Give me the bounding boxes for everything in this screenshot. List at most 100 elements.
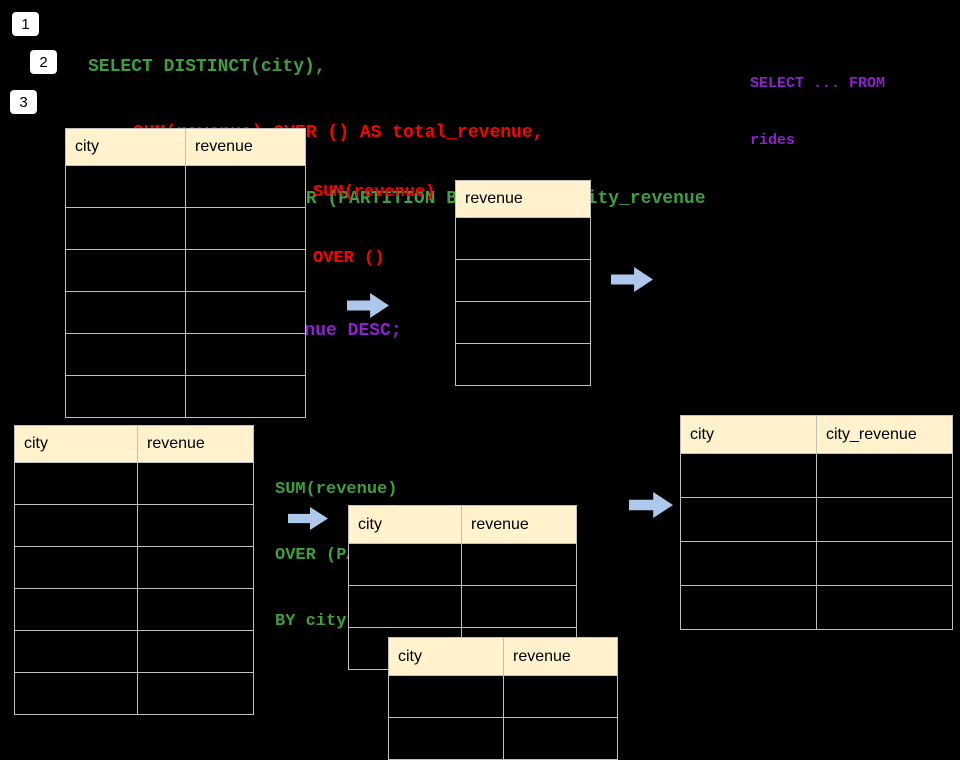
table-cell bbox=[138, 589, 254, 631]
total-revenue-table: revenue bbox=[455, 180, 591, 386]
table-cell bbox=[462, 586, 577, 628]
table-row bbox=[66, 250, 306, 292]
table-cell bbox=[186, 334, 306, 376]
table-cell bbox=[15, 673, 138, 715]
column-header: city bbox=[349, 506, 462, 544]
table-row bbox=[15, 463, 254, 505]
table-cell bbox=[504, 676, 618, 718]
annotation-line: OVER () bbox=[313, 249, 385, 268]
table-cell bbox=[349, 544, 462, 586]
table-row bbox=[15, 589, 254, 631]
table-row bbox=[66, 292, 306, 334]
table-cell bbox=[389, 676, 504, 718]
table-cell bbox=[186, 292, 306, 334]
table-cell bbox=[15, 463, 138, 505]
column-header: revenue bbox=[186, 129, 306, 166]
column-header: city bbox=[66, 129, 186, 166]
table-row bbox=[681, 498, 953, 542]
table-row bbox=[456, 218, 591, 260]
table-cell bbox=[138, 673, 254, 715]
table-row bbox=[66, 376, 306, 418]
annotation-line: SUM(revenue) bbox=[313, 183, 436, 202]
table-row bbox=[66, 208, 306, 250]
table-row bbox=[15, 631, 254, 673]
table-cell bbox=[186, 250, 306, 292]
table-cell bbox=[456, 260, 591, 302]
table-cell bbox=[186, 208, 306, 250]
table-header-row: revenue bbox=[456, 181, 591, 218]
table-cell bbox=[817, 586, 953, 630]
table-row bbox=[681, 542, 953, 586]
table-cell bbox=[66, 334, 186, 376]
table-cell bbox=[462, 544, 577, 586]
table-cell bbox=[15, 631, 138, 673]
table-cell bbox=[504, 718, 618, 760]
table-cell bbox=[817, 498, 953, 542]
table-cell bbox=[15, 589, 138, 631]
table-cell bbox=[138, 631, 254, 673]
total-revenue-annotation: SUM(revenue) OVER () bbox=[313, 138, 435, 292]
arrow-right-icon bbox=[629, 492, 673, 518]
side-note-select-from: SELECT ... FROM rides bbox=[750, 36, 885, 169]
side-note-line: SELECT ... FROM bbox=[750, 75, 886, 92]
table-cell bbox=[681, 454, 817, 498]
table-cell bbox=[15, 505, 138, 547]
column-header: city bbox=[681, 416, 817, 454]
table-cell bbox=[66, 250, 186, 292]
column-header: city bbox=[15, 426, 138, 463]
side-note-line: rides bbox=[750, 132, 796, 149]
table-cell bbox=[681, 586, 817, 630]
table-cell bbox=[817, 454, 953, 498]
table-cell bbox=[186, 376, 306, 418]
step-badge-1: 1 bbox=[12, 12, 39, 36]
table-cell bbox=[138, 547, 254, 589]
table-cell bbox=[817, 542, 953, 586]
annotation-line: SUM(revenue) bbox=[275, 480, 398, 499]
table-row bbox=[389, 676, 618, 718]
annotation-line: BY city) bbox=[275, 612, 357, 631]
table-cell bbox=[66, 376, 186, 418]
table-cell bbox=[389, 718, 504, 760]
table-cell bbox=[66, 208, 186, 250]
sql-code-line-select: SELECT DISTINCT(city), bbox=[88, 57, 326, 77]
table-cell bbox=[66, 292, 186, 334]
table-row bbox=[349, 544, 577, 586]
table-row bbox=[15, 673, 254, 715]
table-row bbox=[66, 166, 306, 208]
column-header: revenue bbox=[462, 506, 577, 544]
column-header: city_revenue bbox=[817, 416, 953, 454]
table-cell bbox=[349, 586, 462, 628]
table-cell bbox=[456, 302, 591, 344]
column-header: revenue bbox=[456, 181, 591, 218]
table-cell bbox=[66, 166, 186, 208]
column-header: revenue bbox=[504, 638, 618, 676]
table-cell bbox=[456, 344, 591, 386]
table-cell bbox=[681, 542, 817, 586]
column-header: city bbox=[389, 638, 504, 676]
table-row bbox=[349, 586, 577, 628]
table-cell bbox=[138, 505, 254, 547]
table-cell bbox=[138, 463, 254, 505]
table-cell bbox=[186, 166, 306, 208]
column-header: revenue bbox=[138, 426, 254, 463]
table-cell bbox=[456, 218, 591, 260]
table-row bbox=[15, 505, 254, 547]
table-row bbox=[66, 334, 306, 376]
table-row bbox=[681, 454, 953, 498]
table-row bbox=[681, 586, 953, 630]
table-row bbox=[456, 260, 591, 302]
table-cell bbox=[15, 547, 138, 589]
table-row bbox=[389, 718, 618, 760]
table-row bbox=[15, 547, 254, 589]
step-badge-2: 2 bbox=[30, 50, 57, 74]
table-cell bbox=[681, 498, 817, 542]
